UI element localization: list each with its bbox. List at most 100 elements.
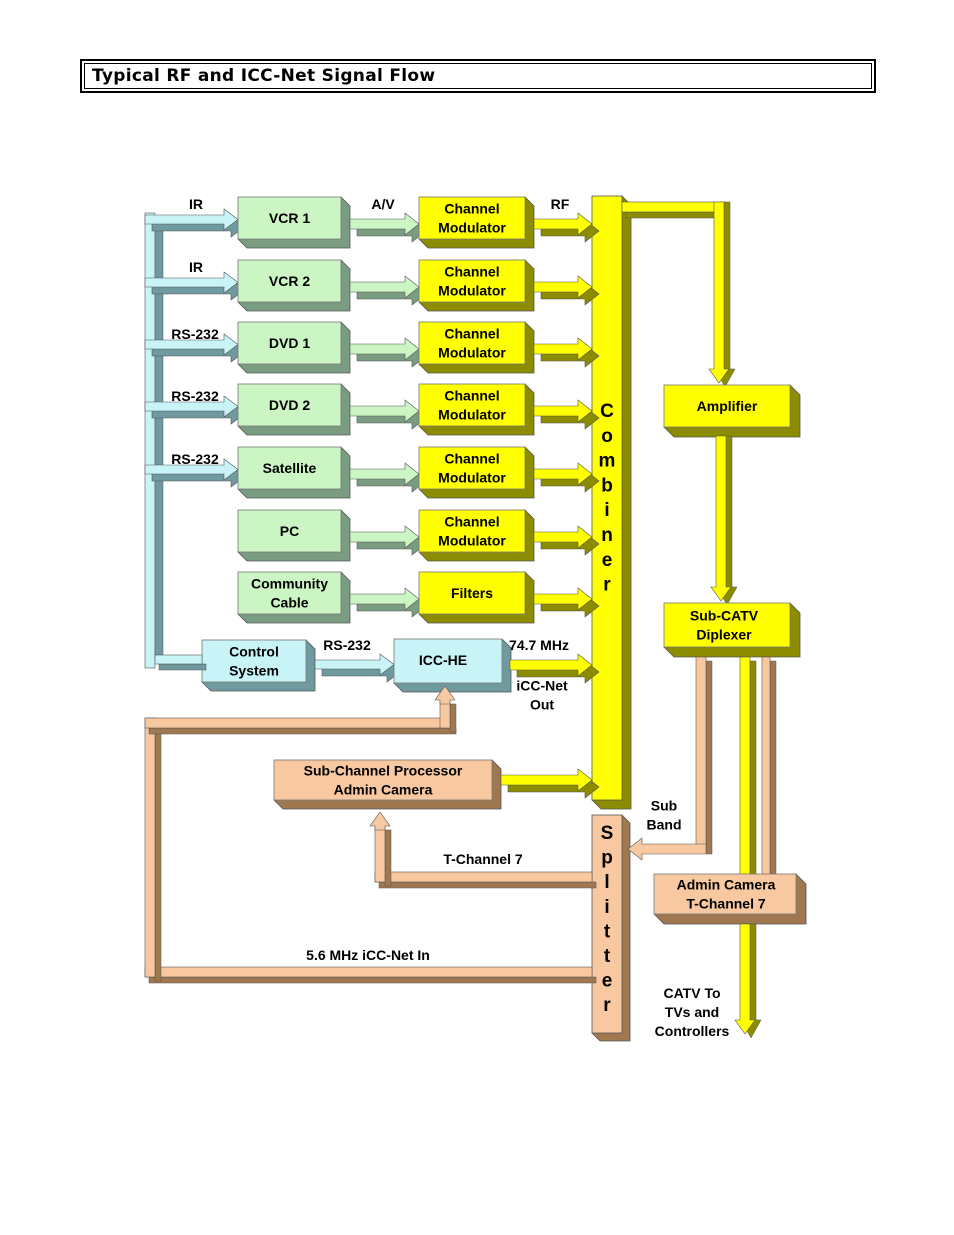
catv-vertical-upper-shadow [749,660,757,881]
control-system-label-line-2: System [229,663,279,679]
t-channel-band-face [374,871,593,883]
combiner-letter-2: o [601,426,613,447]
combiner-letter-6: n [601,525,613,546]
icc-net-in-label: 5.6 MHz iCC-Net In [306,947,430,963]
control-bus-link-shadow [158,663,207,671]
rf-label: RF [551,196,570,212]
splitter-letter-5: t [604,921,611,942]
admin-camera-label-line-1: Admin Camera [677,877,776,893]
t-channel-band-shadow [378,881,597,889]
rf-arrow-7 [533,587,600,618]
diplexer-box-face [663,602,791,648]
source-label-4: DVD 2 [269,397,310,413]
icc-he-box-face [393,638,503,684]
av-arrow-4 [349,399,427,430]
control-bus-link-face [154,654,203,665]
icc-net-in-band-bottom-face [144,966,593,978]
icc-net-in-band-top-shadow [148,727,457,735]
icc-he-box [393,638,512,693]
rs232-link-label: RS-232 [323,637,371,653]
splitter-letter-8: r [603,995,611,1016]
processor-label-1-line-2: Modulator [438,220,506,236]
av-arrow-1 [349,212,427,243]
catv-out-arrow-face [734,923,756,1035]
av-arrow-2-face [349,275,420,299]
catv-out-label-line-3: Controllers [655,1023,730,1039]
admin-camera-box [653,873,807,925]
control-label-3: RS-232 [171,326,219,342]
splitter-letter-7: e [602,971,613,992]
icc-net-in-band-left-shadow [154,721,162,982]
av-arrow-5-face [349,462,420,486]
rf-arrow-1 [533,212,600,243]
t-channel-arrowhead [369,811,391,831]
admin-camera-label-line-2: T-Channel 7 [686,896,766,912]
catv-out-label-line-2: TVs and [665,1004,719,1020]
processor-box-6 [418,509,535,562]
rs232-link-arrow-face [314,653,395,676]
processor-label-2-line-2: Modulator [438,283,506,299]
processor-label-5-line-2: Modulator [438,470,506,486]
processor-label-3-line-1: Channel [444,326,499,342]
processor-box-1-face [418,196,526,240]
rf-arrow-4-face [533,399,593,423]
icc-net-out-label-line-2: Out [530,697,554,713]
sub-channel-processor-box-face [273,759,493,801]
av-arrow-4-face [349,399,420,423]
source-label-6: PC [280,523,299,539]
combiner-out-band [621,201,729,219]
amplifier-label: Amplifier [697,398,758,414]
source-label-1: VCR 1 [269,210,310,226]
t-channel-vertical [374,825,392,887]
combiner-letter-8: r [603,575,611,596]
icc-net-in-band-left-face [144,717,156,978]
sub-band-vertical-face [695,656,707,851]
control-arrow-2-face [144,271,239,294]
rf-arrow-2 [533,275,600,306]
processor-box-3-face [418,321,526,365]
processor-box-2-face [418,259,526,303]
control-label-5: RS-232 [171,451,219,467]
processor-label-7: Filters [451,585,493,601]
rf-arrow-4 [533,399,600,430]
processor-label-4-line-2: Modulator [438,407,506,423]
icc-he-label: ICC-HE [419,652,467,668]
sub-band-arrow [627,837,707,861]
control-system-box-face [201,639,307,683]
icc-he-freq-label: 74.7 MHz [509,637,569,653]
splitter-bar [591,814,623,1034]
splitter-letter-2: p [601,848,613,869]
splitter-letter-6: t [604,946,611,967]
t-channel-vertical-shadow [384,829,392,887]
processor-box-7 [418,571,535,624]
source-box-2-face [237,259,342,303]
source-label-5: Satellite [263,460,317,476]
t-channel-vertical-face [374,825,386,883]
source-label-7-line-1: Community [251,576,328,592]
diplexer-box [663,602,801,658]
admin-return-vertical-face [761,656,771,877]
source-box-6 [237,509,351,562]
processor-label-5-line-1: Channel [444,451,499,467]
sub-band-label-line-1: Sub [651,798,677,814]
rf-arrow-2-face [533,275,593,299]
diplexer-label-line-1: Sub-CATV [690,608,759,624]
processor-label-3-line-2: Modulator [438,345,506,361]
source-box-5 [237,446,351,499]
processor-box-2 [418,259,535,312]
rf-arrow-5 [533,462,600,493]
t-channel-label: T-Channel 7 [443,851,523,867]
icc-net-in-band-bottom-shadow [148,976,597,984]
splitter-letter-4: i [604,897,609,918]
page-title: Typical RF and ICC-Net Signal Flow [92,66,436,86]
catv-out-label-line-1: CATV To [663,985,720,1001]
control-system-label-line-1: Control [229,644,279,660]
source-box-4-face [237,383,342,427]
rf-arrow-6 [533,525,600,556]
control-arrow-5-face [144,458,239,481]
icc-net-in-band-bottom [144,966,597,984]
processor-label-2-line-1: Channel [444,264,499,280]
combiner-bar [591,195,623,801]
combiner-letter-3: m [599,451,616,472]
rf-arrow-5-face [533,462,593,486]
